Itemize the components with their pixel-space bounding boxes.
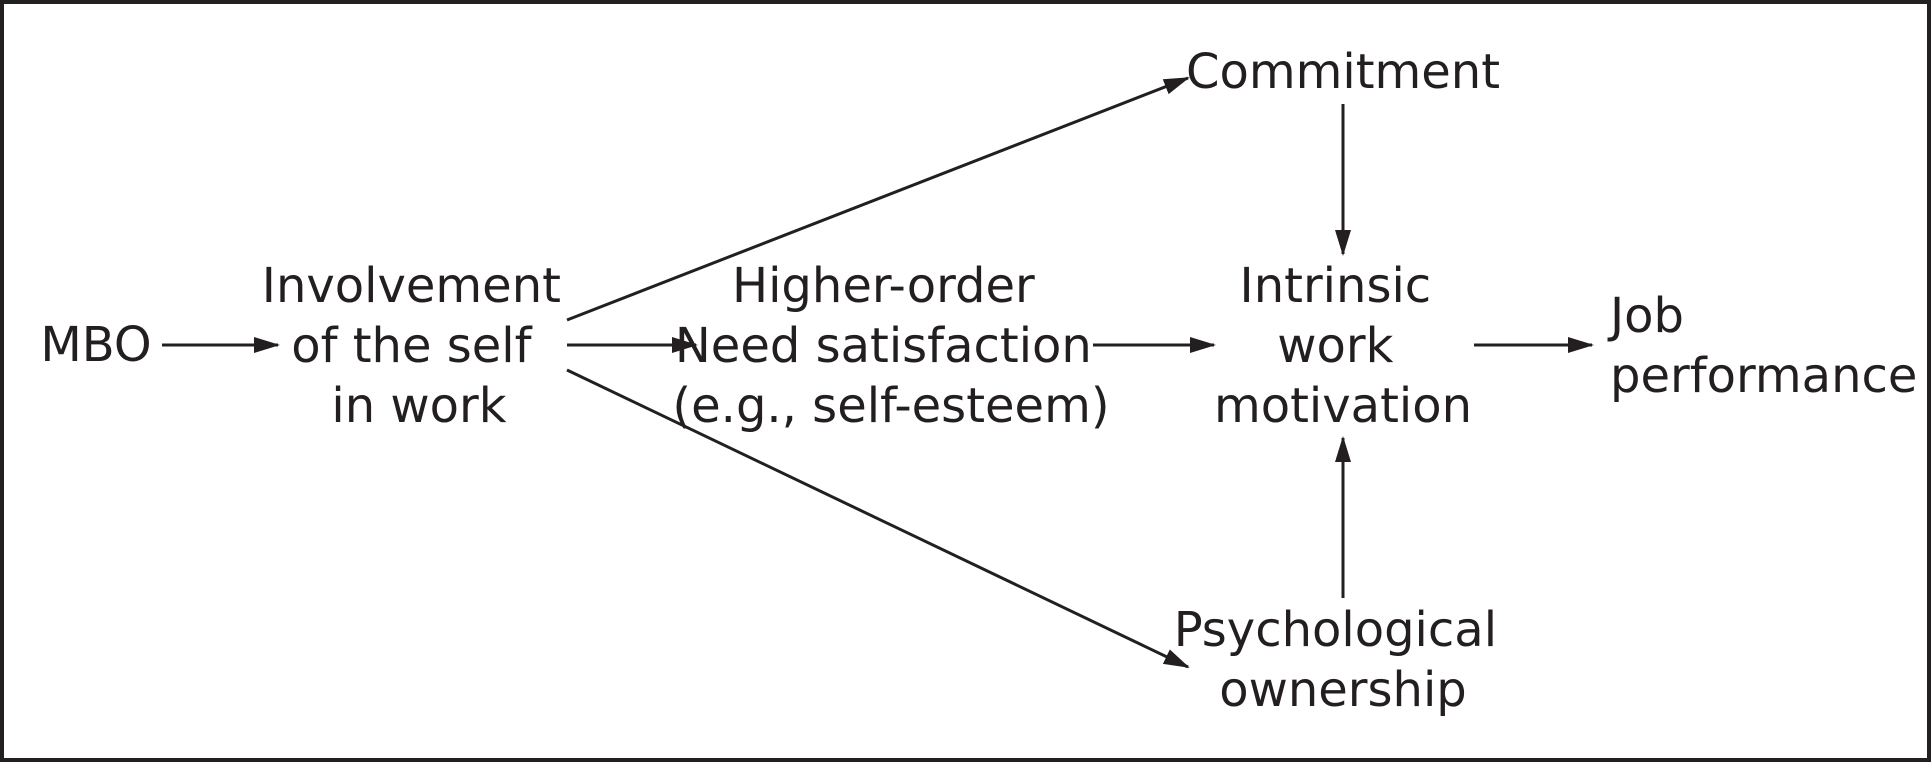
node-job-performance-line: performance (1610, 348, 1917, 404)
arrow-involvement-to-commitment (566, 76, 1190, 322)
node-involvement-line: of the self (291, 318, 532, 374)
node-psychological-ownership: Psychological ownership (1174, 602, 1513, 718)
node-intrinsic-motivation-line: Intrinsic (1240, 258, 1432, 314)
node-need-satisfaction: Higher-order Need satisfaction (e.g., se… (672, 258, 1109, 434)
node-job-performance-line: Job (1607, 288, 1684, 344)
node-psychological-ownership-line: ownership (1219, 662, 1467, 718)
node-involvement-line: Involvement (262, 258, 561, 314)
node-intrinsic-motivation-line: work (1277, 318, 1393, 374)
node-need-satisfaction-line: (e.g., self-esteem) (672, 378, 1109, 434)
node-need-satisfaction-line: Need satisfaction (675, 318, 1092, 374)
node-need-satisfaction-line: Higher-order (732, 258, 1035, 314)
node-mbo-line: MBO (40, 317, 151, 373)
node-intrinsic-motivation: Intrinsic work motivation (1214, 258, 1472, 434)
node-psychological-ownership-line: Psychological (1174, 602, 1497, 658)
node-mbo: MBO (40, 317, 151, 373)
node-job-performance: Job performance (1607, 288, 1917, 404)
node-intrinsic-motivation-line: motivation (1214, 378, 1472, 434)
node-commitment-line: Commitment (1186, 44, 1500, 100)
arrow-involvement-to-psychological-ownership (566, 368, 1190, 669)
node-involvement-line: in work (331, 378, 506, 434)
node-commitment: Commitment (1186, 44, 1500, 100)
node-involvement: Involvement of the self in work (262, 258, 576, 434)
